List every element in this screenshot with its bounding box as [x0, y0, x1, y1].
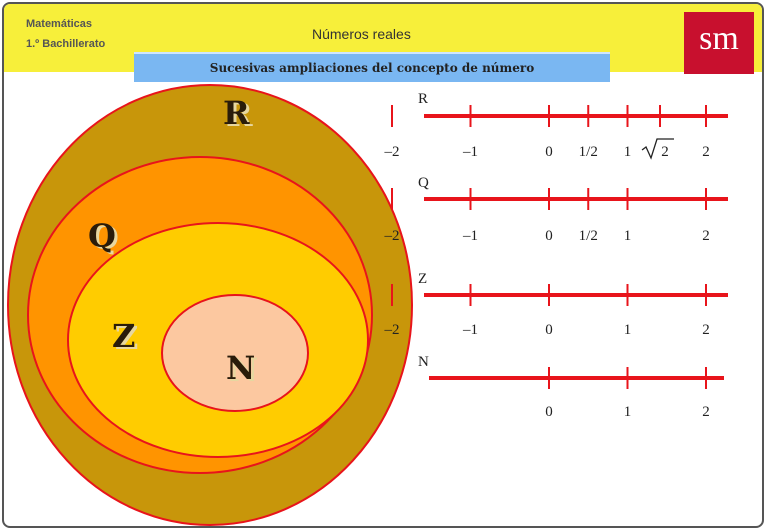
number-line-z-tick-label: 0: [545, 322, 553, 338]
set-n-label: N: [226, 349, 255, 387]
number-line-n-tick-label: 2: [702, 404, 710, 420]
number-line-r-tick-label: 2: [661, 144, 669, 160]
number-line-q-tick-label: 1: [624, 228, 632, 244]
set-q-label: Q: [88, 217, 116, 255]
set-n-region: [161, 294, 309, 412]
subject-label: Matemáticas: [26, 18, 93, 30]
number-line-q-tick-label: –1: [462, 228, 478, 244]
venn-diagram: R R Q Q Z Z N N: [7, 84, 413, 526]
number-line-z-name: Z: [418, 271, 427, 287]
number-line-r-tick-label: –2: [384, 144, 400, 160]
number-line-r-name: R: [418, 91, 428, 107]
course-label: 1.º Bachillerato: [26, 38, 106, 50]
number-line-z-tick-label: –2: [384, 322, 400, 338]
set-z-label-shadow: Z: [115, 319, 138, 357]
number-line-n-tick-label: 0: [545, 404, 553, 420]
radical-sign-icon: [641, 138, 675, 160]
publisher-logo: sm: [684, 12, 754, 74]
number-line-q-tick-label: –2: [384, 228, 400, 244]
slide-subtitle: Sucesivas ampliaciones del concepto de n…: [134, 52, 610, 82]
number-line-r-tick-label: 0: [545, 144, 553, 160]
set-r-label: R: [223, 94, 250, 132]
set-r-label-shadow: R: [226, 96, 253, 134]
set-n-label-shadow: N: [229, 351, 258, 389]
set-z-label: Z: [112, 317, 135, 355]
number-line-z-tick-label: 2: [702, 322, 710, 338]
number-line-r-tick-label: –1: [462, 144, 478, 160]
number-line-n-tick-label: 1: [624, 404, 632, 420]
number-line-z-tick-label: –1: [462, 322, 478, 338]
number-line-q-tick-label: 2: [702, 228, 710, 244]
number-line-r-tick-label: 2: [702, 144, 710, 160]
number-line-n-name: N: [418, 354, 429, 370]
number-line-q-tick-label: 0: [545, 228, 553, 244]
number-line-r-tick-label: 1/2: [579, 144, 598, 160]
number-line-q-name: Q: [418, 175, 429, 191]
set-q-label-shadow: Q: [91, 219, 119, 257]
number-line-q-tick-label: 1/2: [579, 228, 598, 244]
number-line-z-tick-label: 1: [624, 322, 632, 338]
number-line-r-tick-label: 1: [624, 144, 632, 160]
unit-title: Números reales: [312, 26, 411, 42]
